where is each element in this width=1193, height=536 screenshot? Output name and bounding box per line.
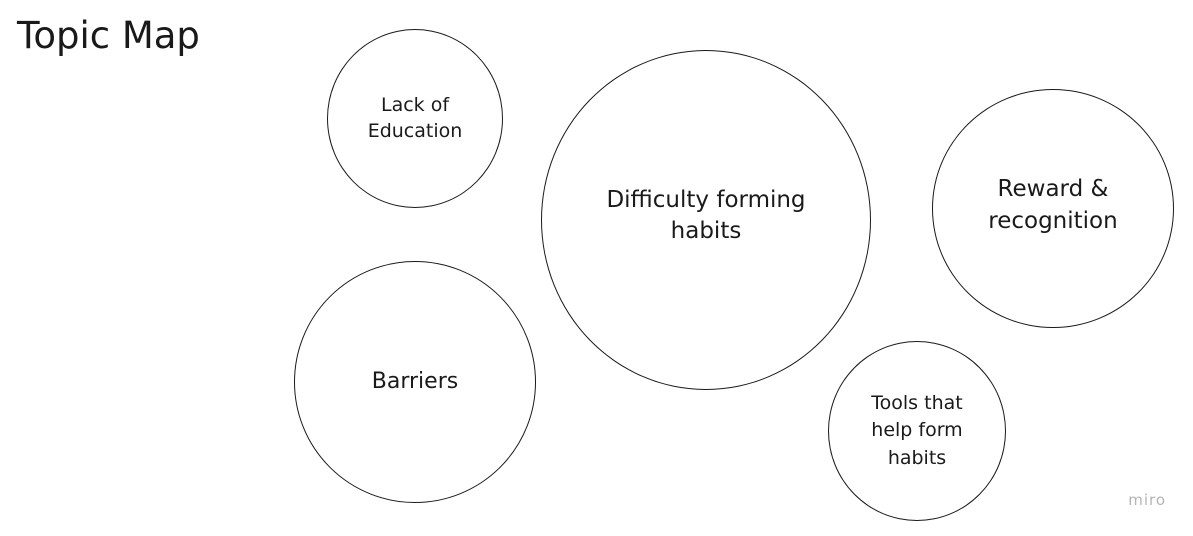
topic-label: Difficulty forming habits	[606, 186, 806, 244]
page-title: Topic Map	[17, 14, 200, 57]
miro-watermark: miro	[1128, 491, 1166, 509]
topic-bubble-tools-that-help-form-habits[interactable]: Tools that help form habits	[828, 341, 1006, 521]
topic-bubble-difficulty-forming-habits[interactable]: Difficulty forming habits	[541, 50, 871, 390]
topic-label: Reward & recognition	[988, 176, 1118, 234]
topic-bubble-barriers[interactable]: Barriers	[294, 261, 536, 503]
topic-label: Barriers	[371, 369, 459, 395]
topic-label: Tools that help form habits	[871, 391, 963, 469]
topic-label: Lack of Education	[367, 93, 463, 142]
topic-bubble-reward-recognition[interactable]: Reward & recognition	[932, 89, 1174, 328]
topic-bubble-lack-of-education[interactable]: Lack of Education	[327, 29, 503, 208]
